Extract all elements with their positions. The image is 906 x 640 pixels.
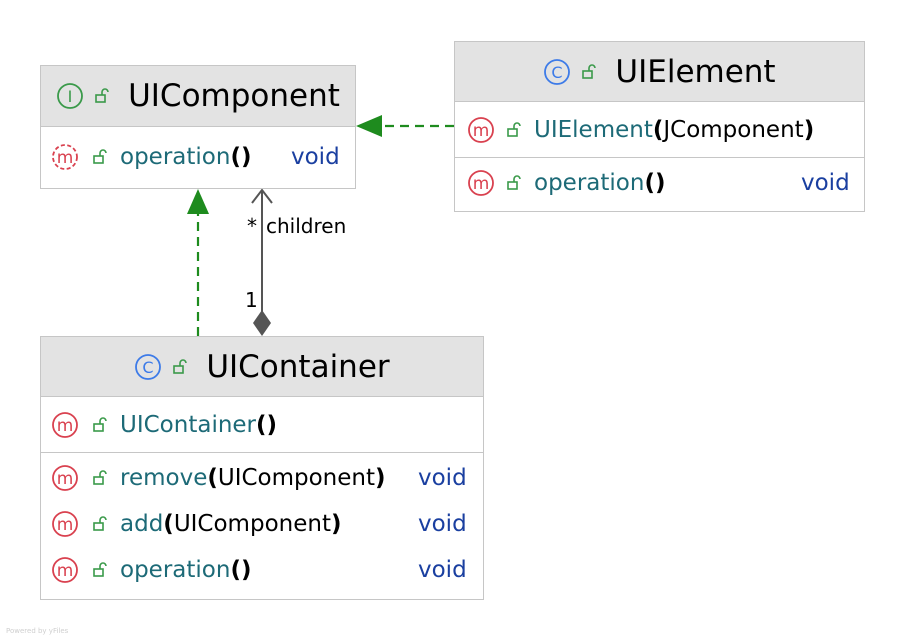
constructors-section: m UIContainer() <box>41 397 483 453</box>
lock-icon <box>507 122 521 137</box>
lock-icon <box>173 358 188 374</box>
uielement-header[interactable]: C UIElement <box>455 42 864 102</box>
multiplicity-one: 1 <box>245 288 258 312</box>
svg-text:m: m <box>57 148 74 168</box>
uicontainer-box[interactable]: C UIContainer m UIContainer() m <box>40 336 484 600</box>
methods-section: m remove(UIComponent) void m add(UICompo… <box>41 453 483 593</box>
svg-text:C: C <box>143 358 154 377</box>
svg-text:m: m <box>473 174 490 194</box>
method-row[interactable]: m operation() void <box>41 127 355 187</box>
class-title: UIContainer <box>206 348 390 385</box>
realization-arrowhead-uicontainer <box>187 189 209 214</box>
lock-icon <box>93 417 107 432</box>
method-signature: operation() <box>534 170 666 196</box>
method-signature: remove(UIComponent) <box>120 465 386 491</box>
svg-text:m: m <box>473 121 490 141</box>
method-row[interactable]: m add(UIComponent) void <box>41 501 483 547</box>
lock-icon <box>507 175 521 190</box>
composition-diamond <box>253 310 271 336</box>
constructor-row[interactable]: m UIContainer() <box>41 397 483 452</box>
method-icon: m <box>468 116 494 143</box>
return-type: void <box>418 511 467 537</box>
return-type: void <box>418 557 467 583</box>
lock-icon <box>93 516 107 531</box>
svg-text:I: I <box>68 87 73 106</box>
constructors-section: m UIElement(JComponent) <box>455 102 864 158</box>
class-icon: C <box>544 58 571 85</box>
interface-icon: I <box>57 83 83 109</box>
composition-open-arrowhead <box>251 188 273 204</box>
uicomponent-box[interactable]: I UIComponent m operation() void <box>40 65 356 189</box>
svg-text:m: m <box>57 561 74 581</box>
method-signature: add(UIComponent) <box>120 511 342 537</box>
abstract-method-icon: m <box>52 144 78 170</box>
svg-text:C: C <box>552 63 563 82</box>
uicomponent-header[interactable]: I UIComponent <box>41 66 355 127</box>
class-title: UIComponent <box>128 78 340 114</box>
composition-role-label: children <box>266 214 347 238</box>
svg-text:m: m <box>57 469 74 489</box>
methods-section: m operation() void <box>455 158 864 208</box>
method-row[interactable]: m operation() void <box>455 158 864 208</box>
lock-icon <box>93 562 107 577</box>
method-row[interactable]: m operation() void <box>41 547 483 593</box>
method-icon: m <box>52 465 78 491</box>
method-icon: m <box>52 411 78 438</box>
return-type: void <box>418 465 467 491</box>
lock-icon <box>95 88 109 103</box>
class-icon: C <box>135 353 162 380</box>
constructor-row[interactable]: m UIElement(JComponent) <box>455 102 864 157</box>
constructor-signature: UIContainer() <box>120 411 278 438</box>
method-row[interactable]: m remove(UIComponent) void <box>41 455 483 501</box>
uielement-box[interactable]: C UIElement m UIElement(JComponent) m <box>454 41 865 212</box>
watermark: Powered by yFiles <box>6 627 69 635</box>
method-icon: m <box>52 511 78 537</box>
method-icon: m <box>468 170 494 196</box>
lock-icon <box>93 149 107 164</box>
svg-text:m: m <box>57 515 74 535</box>
realization-arrowhead-uielement <box>356 115 382 137</box>
lock-icon <box>93 470 107 485</box>
uicontainer-header[interactable]: C UIContainer <box>41 337 483 397</box>
svg-text:m: m <box>57 416 74 436</box>
method-signature: operation() <box>120 557 252 583</box>
methods-section: m operation() void <box>41 127 355 187</box>
return-type: void <box>291 144 340 170</box>
return-type: void <box>801 170 850 196</box>
lock-icon <box>582 63 597 79</box>
class-title: UIElement <box>615 53 776 90</box>
method-icon: m <box>52 557 78 583</box>
multiplicity-many: * <box>247 214 257 238</box>
constructor-signature: UIElement(JComponent) <box>534 116 815 143</box>
method-signature: operation() <box>120 144 252 170</box>
